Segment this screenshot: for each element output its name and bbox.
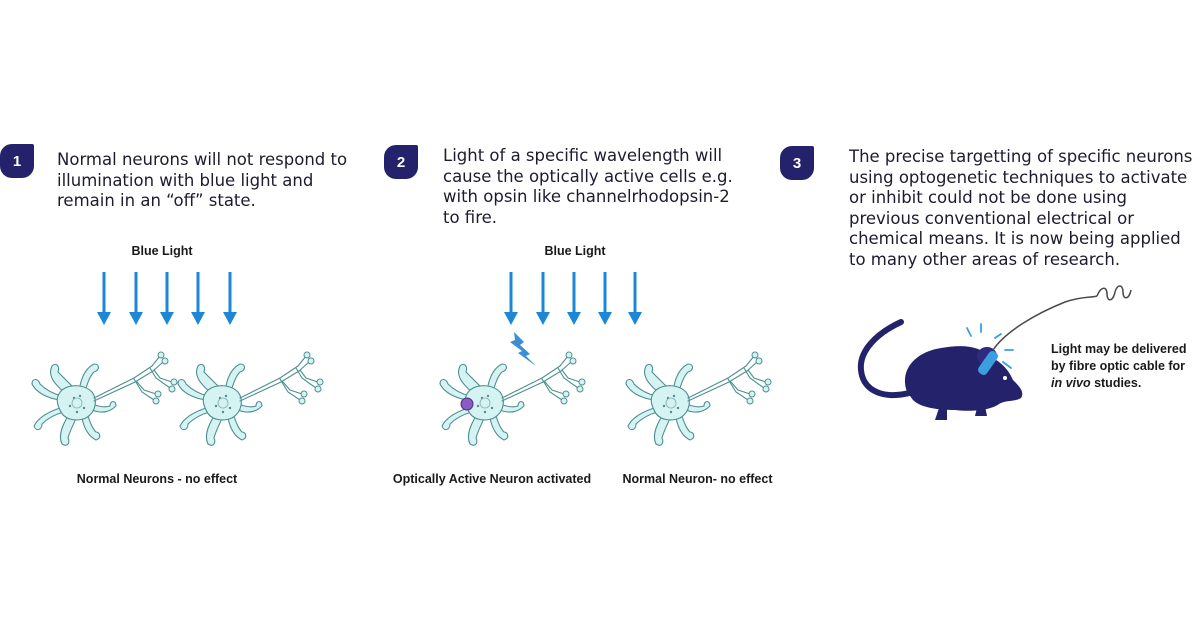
neuron-icon <box>177 351 324 446</box>
neuron-icon <box>31 351 178 446</box>
panel3-note: Light may be delivered by fibre optic ca… <box>1051 341 1199 392</box>
down-arrow-icon <box>127 270 145 327</box>
down-arrow-icon <box>95 270 113 327</box>
panel3-note-line3: in vivo studies. <box>1051 375 1199 392</box>
neuron-icon <box>439 351 586 446</box>
panel2-light-label: Blue Light <box>544 244 606 258</box>
down-arrow-icon <box>534 270 552 327</box>
panel3-note-line1: Light may be delivered <box>1051 342 1187 356</box>
down-arrow-icon <box>221 270 239 327</box>
step-1-text: Normal neurons will not respond to illum… <box>57 150 348 210</box>
lightning-bolt-icon <box>510 332 536 366</box>
down-arrow-icon <box>626 270 644 327</box>
panel2-light-arrows <box>502 270 644 327</box>
step-3-text: The precise targetting of specific neuro… <box>849 147 1193 269</box>
fibre-optic-cable-icon <box>966 285 1132 375</box>
panel1-light-arrows <box>95 270 239 327</box>
panel2-caption-right: Normal Neuron- no effect <box>622 472 773 486</box>
neuron-icon <box>625 351 772 446</box>
down-arrow-icon <box>502 270 520 327</box>
panel1-neurons <box>31 351 324 446</box>
down-arrow-icon <box>596 270 614 327</box>
panel3-note-tail: studies. <box>1090 376 1142 390</box>
step-3-badge: 3 <box>780 146 814 180</box>
step-1-badge: 1 <box>0 144 34 178</box>
panel2-caption-left: Optically Active Neuron activated <box>392 472 592 486</box>
panel1-light-label: Blue Light <box>131 244 193 258</box>
panel1-caption: Normal Neurons - no effect <box>76 472 238 486</box>
panel3-note-line2: by fibre optic cable for <box>1051 359 1186 373</box>
panel2-neurons <box>439 351 772 446</box>
down-arrow-icon <box>565 270 583 327</box>
down-arrow-icon <box>189 270 207 327</box>
down-arrow-icon <box>158 270 176 327</box>
panel3-note-italic: in vivo <box>1051 376 1091 390</box>
step-2-text: Light of a specific wavelength will caus… <box>443 146 733 227</box>
activated-nucleus <box>460 397 474 411</box>
step-2-badge: 2 <box>384 145 418 179</box>
